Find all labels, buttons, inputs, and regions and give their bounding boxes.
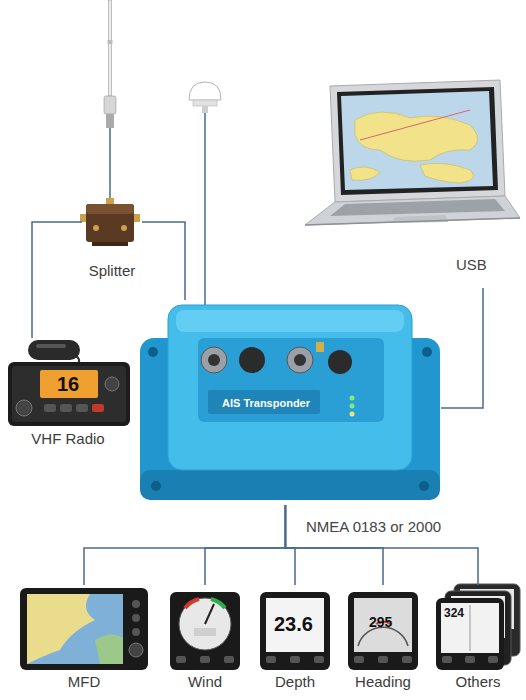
heading-illustration xyxy=(348,592,418,670)
display-digits: 295 xyxy=(369,614,392,631)
depth-illustration xyxy=(260,592,330,670)
cable-connector xyxy=(84,505,285,585)
connection-label: USB xyxy=(456,256,487,274)
display-digits: 16 xyxy=(57,372,79,396)
transponder-node: AIS Transponder xyxy=(138,300,442,505)
mfd-illustration xyxy=(20,588,148,670)
depth-node: Depth xyxy=(258,585,332,691)
node-caption: Depth xyxy=(258,673,332,691)
node-caption: Splitter xyxy=(82,262,142,280)
others-illustration xyxy=(436,584,520,670)
cable-connector xyxy=(285,505,295,585)
splitter-illustration xyxy=(80,198,140,246)
node-caption: MFD xyxy=(18,673,150,691)
others-node: Others xyxy=(434,585,522,691)
gps-antenna xyxy=(189,82,221,306)
vhf-radio-illustration xyxy=(8,340,130,426)
node-caption: AIS Transponder xyxy=(222,397,310,410)
node-caption: Heading xyxy=(346,673,420,691)
cable-connector xyxy=(285,505,383,585)
wind-illustration xyxy=(170,592,240,670)
cable-connector xyxy=(32,222,82,338)
bus-label: NMEA 0183 or 2000 xyxy=(306,518,441,536)
transponder-illustration xyxy=(140,305,440,500)
laptop xyxy=(305,80,520,225)
cable-connector xyxy=(142,222,185,300)
display-digits: 23.6 xyxy=(274,612,313,636)
node-caption: Others xyxy=(434,673,522,691)
node-caption: VHF Radio xyxy=(4,430,132,448)
splitter-node: Splitter xyxy=(82,196,142,280)
node-caption: Wind xyxy=(168,673,242,691)
heading-node: Heading xyxy=(346,585,420,691)
usb-wire xyxy=(441,288,483,408)
vhf-antenna xyxy=(104,0,116,202)
mfd-node: MFD xyxy=(18,585,150,691)
wind-node: Wind xyxy=(168,585,242,691)
cable-connector xyxy=(285,505,478,585)
display-digits: 324 xyxy=(444,606,464,620)
cable-connector xyxy=(205,505,285,585)
